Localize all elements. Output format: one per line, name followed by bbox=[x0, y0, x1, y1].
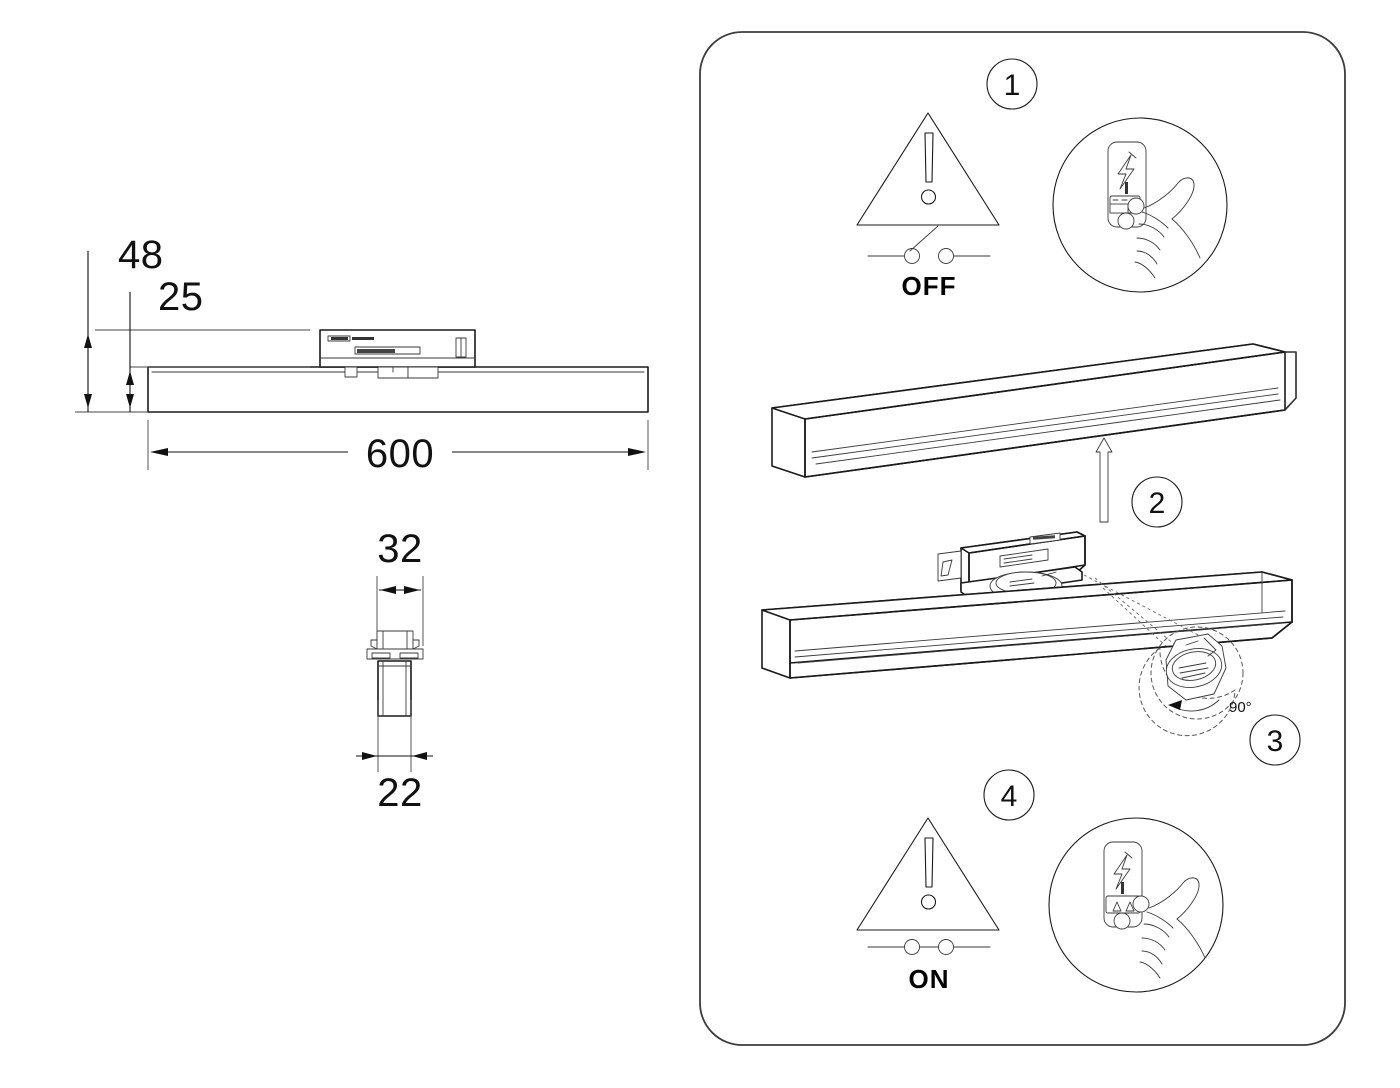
step-1-circle bbox=[986, 58, 1038, 110]
step-3-group: 90° 3 bbox=[761, 531, 1301, 766]
breaker-inset-1 bbox=[1052, 117, 1228, 293]
step-4-number: 4 bbox=[1001, 780, 1018, 813]
switch-symbol-off bbox=[867, 225, 991, 264]
dimension-22: 22 bbox=[356, 700, 433, 815]
insertion-arrow-up bbox=[1095, 437, 1113, 523]
step-2-circle bbox=[1131, 476, 1183, 528]
step-3-number: 3 bbox=[1267, 725, 1284, 758]
dimension-25-label: 25 bbox=[158, 275, 204, 319]
track-connector-side bbox=[319, 329, 476, 379]
dimension-32: 32 bbox=[376, 527, 424, 646]
step-2-group: 2 bbox=[771, 343, 1297, 528]
dimension-22-label: 22 bbox=[377, 771, 423, 815]
lightning-bolt-icon-4 bbox=[1113, 854, 1131, 890]
dimension-48: 48 bbox=[84, 233, 164, 412]
warning-triangle-4 bbox=[856, 817, 1000, 931]
rotation-detail: 90° bbox=[1138, 626, 1252, 737]
steps-panel-border bbox=[699, 31, 1346, 1046]
fixture-body-iso bbox=[761, 571, 1293, 679]
connector-end-view bbox=[366, 630, 424, 717]
step-2-number: 2 bbox=[1149, 487, 1166, 520]
lightning-bolt-icon bbox=[1117, 154, 1135, 190]
side-elevation-group: 48 25 600 bbox=[75, 233, 649, 476]
end-view-group: 32 22 bbox=[356, 527, 433, 815]
dimension-600: 600 bbox=[147, 420, 649, 476]
step-4-circle bbox=[983, 769, 1035, 821]
dimension-600-label: 600 bbox=[366, 432, 434, 476]
dimension-25: 25 bbox=[126, 275, 204, 412]
step-3-circle bbox=[1249, 714, 1301, 766]
switch-state-label-off: OFF bbox=[902, 271, 957, 301]
track-rail-upper bbox=[771, 343, 1297, 478]
step-1-group: 1 OFF bbox=[856, 58, 1228, 301]
switch-state-label-on: ON bbox=[909, 964, 950, 994]
dimension-48-label: 48 bbox=[118, 233, 164, 277]
rotation-angle-label: 90° bbox=[1229, 699, 1252, 716]
switch-symbol-on bbox=[867, 939, 991, 955]
dimension-32-label: 32 bbox=[377, 527, 423, 571]
warning-triangle-1 bbox=[856, 112, 1000, 226]
step-4-group: 4 ON bbox=[856, 769, 1224, 994]
step-1-number: 1 bbox=[1004, 69, 1021, 102]
breaker-inset-4 bbox=[1048, 817, 1224, 993]
